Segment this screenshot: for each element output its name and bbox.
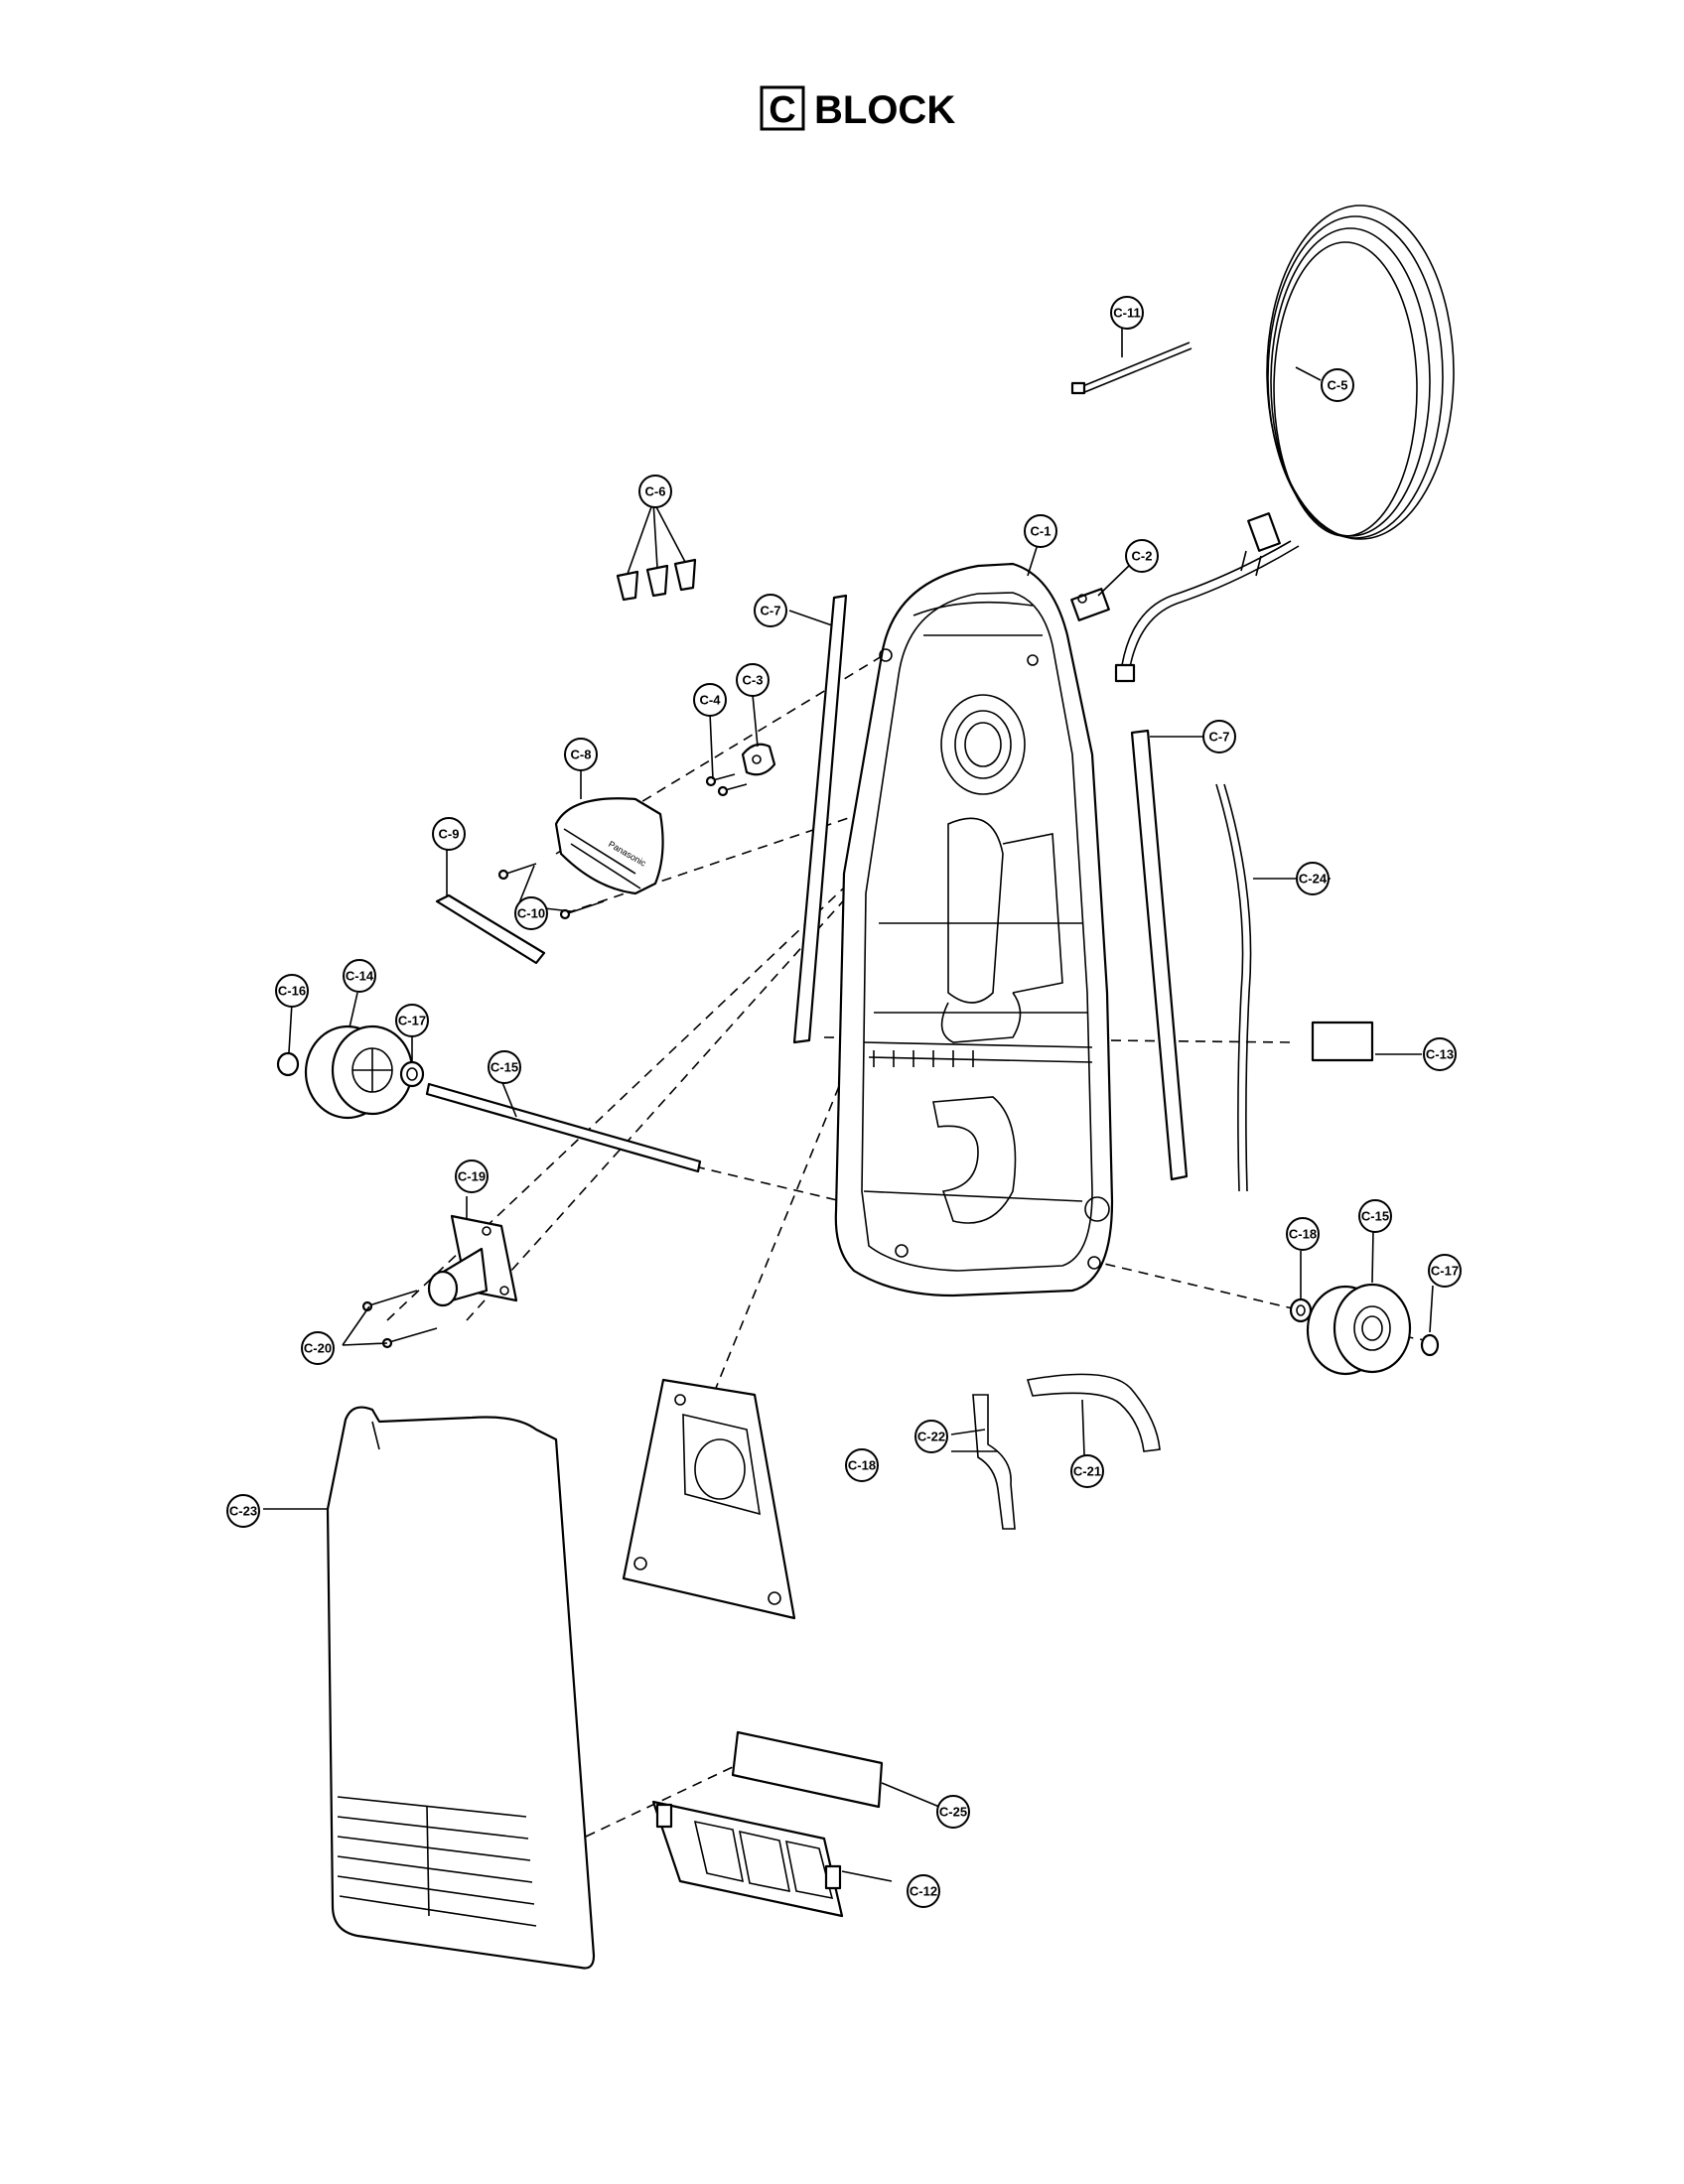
- svg-text:C-11: C-11: [1113, 306, 1140, 321]
- washer-c18: [1289, 1297, 1313, 1323]
- screws-c10: [497, 863, 605, 920]
- handle-cover-c8: Panasonic: [554, 797, 664, 895]
- callout-c7-left: C-7: [754, 594, 787, 627]
- label-c13: [1311, 1021, 1374, 1062]
- callout-c14: C-14: [343, 959, 376, 993]
- svg-text:C-7: C-7: [1209, 730, 1230, 745]
- hose-c22: [972, 1394, 1016, 1530]
- svg-text:C-18: C-18: [1289, 1227, 1317, 1242]
- callout-c5: C-5: [1321, 368, 1354, 402]
- svg-text:C-18: C-18: [848, 1458, 876, 1473]
- callout-c25: C-25: [936, 1795, 970, 1829]
- svg-text:C-6: C-6: [645, 484, 666, 499]
- svg-text:C-21: C-21: [1073, 1464, 1101, 1479]
- wire-harness-c24: [1215, 783, 1252, 1192]
- svg-text:C-16: C-16: [278, 984, 306, 999]
- svg-text:C-7: C-7: [761, 604, 781, 618]
- svg-text:C-8: C-8: [571, 748, 592, 762]
- svg-text:C-5: C-5: [1328, 378, 1348, 393]
- callout-c10: C-10: [514, 896, 548, 930]
- cap-c17-right: [1420, 1333, 1440, 1357]
- seal-strip-left-c7: [792, 594, 848, 1044]
- main-body-c1: [834, 562, 1114, 1297]
- svg-text:C-20: C-20: [304, 1341, 332, 1356]
- block-letter: C: [769, 89, 795, 131]
- svg-text:C-22: C-22: [917, 1430, 945, 1444]
- washer-c17-left: [399, 1060, 425, 1088]
- callout-c18-washer: C-18: [1286, 1217, 1320, 1251]
- rubber-strip-c9: [435, 893, 546, 965]
- svg-text:C-19: C-19: [458, 1169, 486, 1184]
- front-cover-c23: [326, 1406, 596, 1970]
- block-word: BLOCK: [814, 88, 955, 132]
- callout-c12: C-12: [907, 1874, 940, 1908]
- bag-holder-c18: [622, 1378, 796, 1620]
- filter-frame-c12: [651, 1800, 844, 1918]
- callout-c20: C-20: [301, 1331, 335, 1365]
- callout-c17-right: C-17: [1428, 1254, 1462, 1288]
- callout-c1: C-1: [1024, 514, 1057, 548]
- callout-c11: C-11: [1110, 296, 1144, 330]
- callout-c4: C-4: [693, 683, 727, 717]
- filter-c25: [731, 1730, 884, 1809]
- svg-text:C-12: C-12: [910, 1884, 937, 1899]
- callout-c24: C-24: [1296, 862, 1330, 895]
- svg-text:C-3: C-3: [743, 673, 764, 688]
- cable-tie-c11: [1070, 341, 1193, 395]
- switch-c2: [1070, 588, 1110, 621]
- cap-c16: [276, 1051, 300, 1077]
- svg-text:C-14: C-14: [346, 969, 374, 984]
- callout-c15-axle: C-15: [488, 1050, 521, 1084]
- vent-slots: [337, 1796, 537, 1927]
- seal-strip-right-c7: [1130, 729, 1189, 1181]
- svg-text:C-25: C-25: [939, 1805, 967, 1820]
- svg-text:C-15: C-15: [1361, 1209, 1389, 1224]
- callout-c17-left: C-17: [395, 1004, 429, 1037]
- callout-c2: C-2: [1125, 539, 1159, 573]
- power-cord-c5: [1114, 205, 1455, 683]
- svg-text:C-4: C-4: [700, 693, 722, 708]
- callout-c22: C-22: [914, 1420, 948, 1453]
- callout-c13: C-13: [1423, 1037, 1457, 1071]
- callout-c23: C-23: [226, 1494, 260, 1528]
- svg-text:C-9: C-9: [439, 827, 460, 842]
- screws-c20: [361, 1290, 438, 1349]
- wheel-right-c15: [1306, 1283, 1412, 1376]
- callout-c16: C-16: [275, 974, 309, 1008]
- block-title: C BLOCK: [760, 85, 955, 132]
- axle-c15: [425, 1082, 702, 1173]
- svg-text:C-1: C-1: [1031, 524, 1052, 539]
- hose-c21: [1026, 1373, 1161, 1452]
- wheel-left-c14: [304, 1024, 414, 1120]
- svg-text:C-17: C-17: [398, 1014, 426, 1028]
- svg-text:C-15: C-15: [491, 1060, 518, 1075]
- svg-text:C-13: C-13: [1426, 1047, 1454, 1062]
- svg-text:C-23: C-23: [229, 1504, 257, 1519]
- callout-c6: C-6: [638, 475, 672, 508]
- callout-c9: C-9: [432, 817, 466, 851]
- callout-c21: C-21: [1070, 1454, 1104, 1488]
- callout-c8: C-8: [564, 738, 598, 771]
- wire-nuts-c6: [616, 558, 697, 602]
- callout-c3: C-3: [736, 663, 770, 697]
- svg-text:C-10: C-10: [517, 906, 545, 921]
- svg-text:C-2: C-2: [1132, 549, 1153, 564]
- filter-rack-slots: [873, 1050, 974, 1067]
- callout-c7-right: C-7: [1202, 720, 1236, 753]
- plate-c3: [741, 743, 776, 776]
- callout-c19: C-19: [455, 1160, 489, 1193]
- callout-c15-wheel: C-15: [1358, 1199, 1392, 1233]
- svg-text:C-17: C-17: [1431, 1264, 1459, 1279]
- bracket-c19: [427, 1214, 518, 1307]
- svg-text:C-24: C-24: [1299, 872, 1328, 887]
- callout-c18-plate: C-18: [845, 1448, 879, 1482]
